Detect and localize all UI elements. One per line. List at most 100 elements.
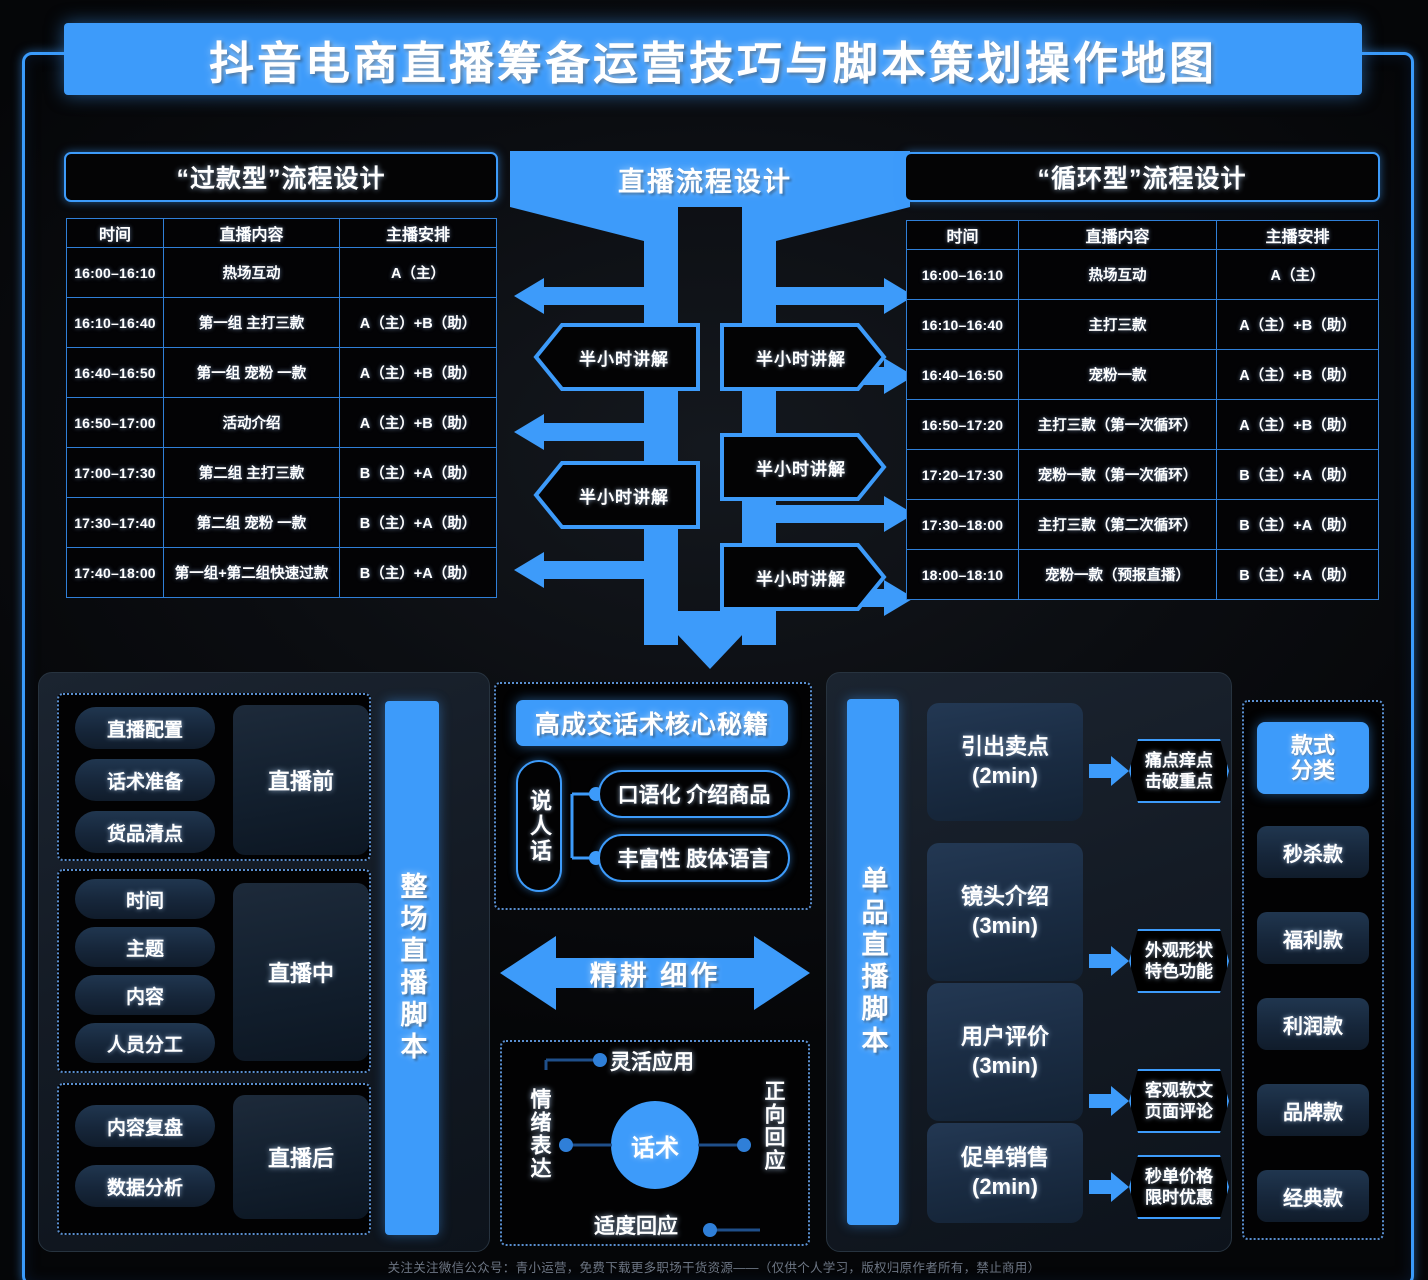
col-host: 主播安排	[339, 218, 497, 248]
speech-branch-1[interactable]: 丰富性 肢体语言	[598, 834, 790, 882]
during-live-item-3[interactable]: 人员分工	[75, 1023, 215, 1063]
cell-r3-c0: 16:50–17:20	[906, 399, 1019, 450]
cell-r3-c2: A（主）+B（助）	[339, 397, 497, 448]
step-time-0: (2min)	[972, 763, 1038, 788]
cell-r0-c0: 16:00–16:10	[66, 247, 164, 298]
post-live-item-0[interactable]: 内容复盘	[75, 1105, 215, 1147]
speech-heading: 高成交话术核心秘籍	[516, 700, 788, 746]
cell-r4-c0: 17:00–17:30	[66, 447, 164, 498]
cell-r1-c2: A（主）+B（助）	[339, 297, 497, 348]
stage-card-pre-live[interactable]: 直播前	[233, 705, 369, 855]
cell-r3-c0: 16:50–17:00	[66, 397, 164, 448]
speech-root-text: 说人话	[527, 788, 552, 864]
left-table-heading-text: “过款型”流程设计	[176, 165, 386, 193]
footer-note: 关注关注微信公众号：青小运营，免费下载更多职场干货资源——（仅供个人学习，版权归…	[387, 1261, 1041, 1275]
category-item-3[interactable]: 品牌款	[1257, 1084, 1369, 1136]
col-content: 直播内容	[163, 218, 340, 248]
pre-live-item-0[interactable]: 直播配置	[75, 707, 215, 749]
post-live-item-1[interactable]: 数据分析	[75, 1165, 215, 1207]
cell-r3-c1: 活动介绍	[163, 397, 340, 448]
during-live-item-1[interactable]: 主题	[75, 927, 215, 967]
cell-r6-c1: 第一组+第二组快速过款	[163, 547, 340, 598]
stage-card-post-live[interactable]: 直播后	[233, 1095, 369, 1219]
category-header: 款式分类	[1257, 722, 1369, 794]
cell-r5-c2: B（主）+A（助）	[339, 497, 497, 548]
step-output-1: 外观形状特色功能	[1129, 929, 1229, 993]
cell-r4-c2: B（主）+A（助）	[1216, 449, 1379, 500]
speech-root[interactable]: 说人话	[516, 760, 562, 892]
pre-live-item-1[interactable]: 话术准备	[75, 759, 215, 801]
cell-r6-c1: 宠粉一款（预报直播）	[1018, 549, 1217, 600]
stage-card-during-live[interactable]: 直播中	[233, 883, 369, 1061]
step-card-1[interactable]: 镜头介绍(3min)	[927, 843, 1083, 981]
cell-r3-c2: A（主）+B（助）	[1216, 399, 1379, 450]
cell-r4-c1: 第二组 主打三款	[163, 447, 340, 498]
cell-r5-c1: 主打三款（第二次循环）	[1018, 499, 1217, 550]
cell-r1-c0: 16:10–16:40	[906, 299, 1019, 350]
single-product-script-panel: 单品直播脚本 引出卖点(2min) 痛点痒点击破重点镜头介绍(3min) 外观形状特…	[826, 672, 1232, 1252]
cell-r1-c0: 16:10–16:40	[66, 297, 164, 348]
speech-branch-0-text: 口语化 介绍商品	[617, 784, 771, 807]
cell-r6-c0: 18:00–18:10	[906, 549, 1019, 600]
step-output-2-line1: 客观软文	[1145, 1080, 1213, 1100]
left-table-heading: “过款型”流程设计	[64, 152, 498, 202]
category-item-1[interactable]: 福利款	[1257, 912, 1369, 964]
step-card-3[interactable]: 促单销售(2min)	[927, 1123, 1083, 1223]
step-time-2: (3min)	[972, 1053, 1038, 1078]
cell-r4-c1: 宠粉一款（第一次循环）	[1018, 449, 1217, 500]
page-title-text: 抖音电商直播筹备运营技巧与脚本策划操作地图	[208, 37, 1217, 89]
category-item-4[interactable]: 经典款	[1257, 1170, 1369, 1222]
cell-r5-c2: B（主）+A（助）	[1216, 499, 1379, 550]
category-item-2[interactable]: 利润款	[1257, 998, 1369, 1050]
cultivate-arrow: 精耕 细作	[500, 932, 810, 1014]
col-content: 直播内容	[1018, 220, 1217, 250]
live-flow-funnel: 直播流程设计 半小时讲解 半小时讲解 半小时讲解 半小时讲解 半小时讲解	[500, 145, 920, 670]
table-header-row: 时间 直播内容 主播安排	[906, 220, 1379, 250]
step-card-0[interactable]: 引出卖点(2min)	[927, 703, 1083, 821]
step-time-1: (3min)	[972, 913, 1038, 938]
step-output-0: 痛点痒点击破重点	[1129, 739, 1229, 803]
speech-connector	[570, 787, 603, 865]
category-header-line1: 款式	[1290, 732, 1335, 758]
cell-r2-c0: 16:40–16:50	[66, 347, 164, 398]
col-time: 时间	[66, 218, 164, 248]
circle-left-label: 情绪表达	[528, 1088, 551, 1180]
step-output-2: 客观软文页面评论	[1129, 1069, 1229, 1133]
table-header-row: 时间 直播内容 主播安排	[66, 218, 497, 248]
circle-top-label: 灵活应用	[610, 1051, 694, 1074]
step-output-0-line2: 击破重点	[1145, 772, 1213, 791]
cell-r0-c0: 16:00–16:10	[906, 249, 1019, 300]
circle-bottom-label: 适度回应	[594, 1215, 678, 1238]
page-title: 抖音电商直播筹备运营技巧与脚本策划操作地图	[64, 23, 1362, 95]
step-arrow-icon-1	[1089, 945, 1129, 977]
cell-r1-c1: 第一组 主打三款	[163, 297, 340, 348]
pre-live-item-2[interactable]: 货品清点	[75, 811, 215, 853]
step-card-2[interactable]: 用户评价(3min)	[927, 983, 1083, 1121]
right-table-heading: “循环型”流程设计	[904, 152, 1380, 202]
cell-r1-c2: A（主）+B（助）	[1216, 299, 1379, 350]
during-live-item-0[interactable]: 时间	[75, 879, 215, 919]
step-arrow-icon-2	[1089, 1085, 1129, 1117]
step-output-2-line2: 页面评论	[1145, 1102, 1213, 1121]
col-host: 主播安排	[1216, 220, 1379, 250]
during-live-item-2[interactable]: 内容	[75, 975, 215, 1015]
cell-r5-c0: 17:30–17:40	[66, 497, 164, 548]
single-script-bar: 单品直播脚本	[847, 699, 899, 1225]
speech-branch-0[interactable]: 口语化 介绍商品	[598, 770, 790, 818]
category-item-0[interactable]: 秒杀款	[1257, 826, 1369, 878]
cell-r0-c2: A（主）	[1216, 249, 1379, 300]
cell-r6-c2: B（主）+A（助）	[339, 547, 497, 598]
cell-r5-c0: 17:30–18:00	[906, 499, 1019, 550]
